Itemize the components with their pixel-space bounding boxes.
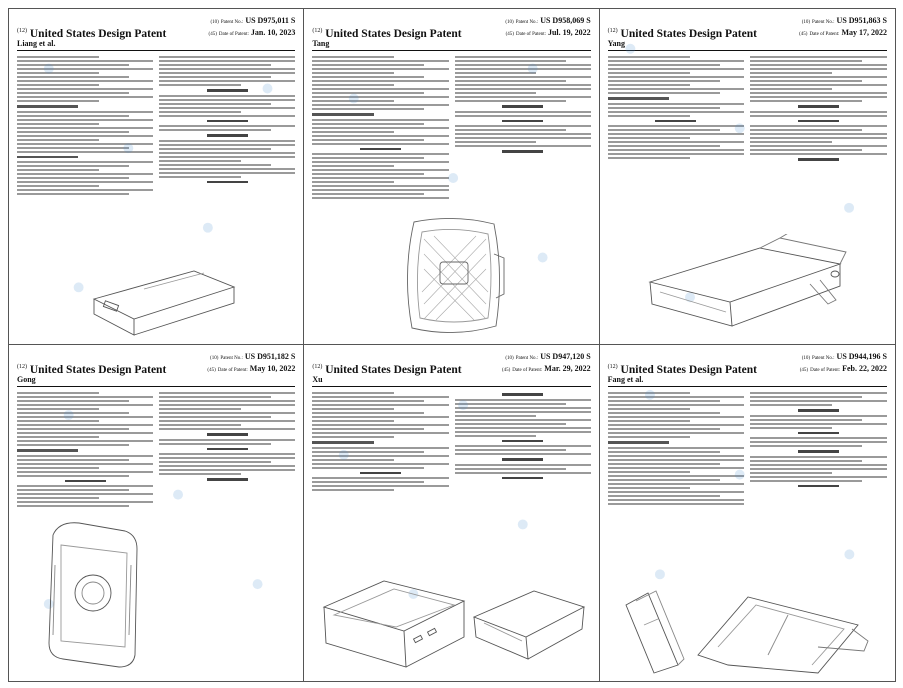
patent-number-block: (10) Patent No.: US D975,011 S (45) Date… <box>208 16 296 37</box>
power-bank-drawing <box>625 590 869 674</box>
header-rule <box>312 50 591 51</box>
inventor-name: Xu <box>312 375 323 384</box>
patent-date: Feb. 22, 2022 <box>842 364 887 373</box>
patent-number: US D975,011 S <box>245 16 296 25</box>
power-bank-drawing <box>92 270 236 336</box>
patent-number: US D944,196 S <box>836 352 887 361</box>
patent-title: (12) United States Design Patent <box>17 364 167 376</box>
patent-title: (12) United States Design Patent <box>312 364 462 376</box>
header-rule <box>607 50 887 51</box>
patent-title: (12) United States Design Patent <box>607 28 757 40</box>
patent-body-text <box>607 390 887 507</box>
patent-date: Jul. 19, 2022 <box>547 28 591 37</box>
patent-panel-6: (12) United States Design Patent (10) Pa… <box>599 345 895 681</box>
patent-body-text <box>312 54 591 201</box>
patent-number-block: (10) Patent No.: US D958,069 S (45) Date… <box>505 16 591 37</box>
patent-number: US D951,863 S <box>836 16 887 25</box>
patent-body-text <box>607 54 887 164</box>
power-bank-drawing <box>647 234 847 327</box>
patent-panel-1: (12) United States Design Patent (10) Pa… <box>9 9 305 345</box>
inventor-name: Liang et al. <box>17 39 56 48</box>
header-rule <box>312 386 591 387</box>
patent-number-block: (10) Patent No.: US D947,120 S (45) Date… <box>501 352 591 373</box>
patent-number-block: (10) Patent No.: US D944,196 S (45) Date… <box>799 352 887 373</box>
patent-body-text <box>17 390 296 509</box>
patent-grid: (12) United States Design Patent (10) Pa… <box>8 8 896 682</box>
power-bank-drawing <box>407 218 505 333</box>
patent-body-text <box>312 390 591 493</box>
power-bank-drawing <box>323 580 586 668</box>
patent-number-block: (10) Patent No.: US D951,863 S (45) Date… <box>799 16 887 37</box>
patent-panel-5: (12) United States Design Patent (10) Pa… <box>304 345 600 681</box>
patent-body-text <box>17 54 296 197</box>
patent-title: (12) United States Design Patent <box>607 364 757 376</box>
inventor-name: Fang et al. <box>607 375 644 384</box>
patent-panel-4: (12) United States Design Patent (10) Pa… <box>9 345 305 681</box>
patent-date: May 17, 2022 <box>841 28 887 37</box>
patent-date: May 10, 2022 <box>249 364 296 373</box>
header-rule <box>17 386 296 387</box>
patent-number: US D947,120 S <box>540 352 591 361</box>
patent-date: Mar. 29, 2022 <box>544 364 591 373</box>
power-bank-drawing <box>48 522 138 668</box>
patent-panel-3: (12) United States Design Patent (10) Pa… <box>599 9 895 345</box>
patent-panel-2: (12) United States Design Patent (10) Pa… <box>304 9 600 345</box>
header-rule <box>607 386 887 387</box>
patent-date: Jan. 10, 2023 <box>250 28 296 37</box>
inventor-name: Tang <box>312 39 330 48</box>
inventor-name: Gong <box>17 375 36 384</box>
header-rule <box>17 50 296 51</box>
patent-number: US D951,182 S <box>244 352 296 361</box>
patent-title: (12) United States Design Patent <box>17 28 167 40</box>
patent-number: US D958,069 S <box>540 16 591 25</box>
inventor-name: Yang <box>607 39 625 48</box>
patent-number-block: (10) Patent No.: US D951,182 S (45) Date… <box>207 352 296 373</box>
patent-title: (12) United States Design Patent <box>312 28 462 40</box>
